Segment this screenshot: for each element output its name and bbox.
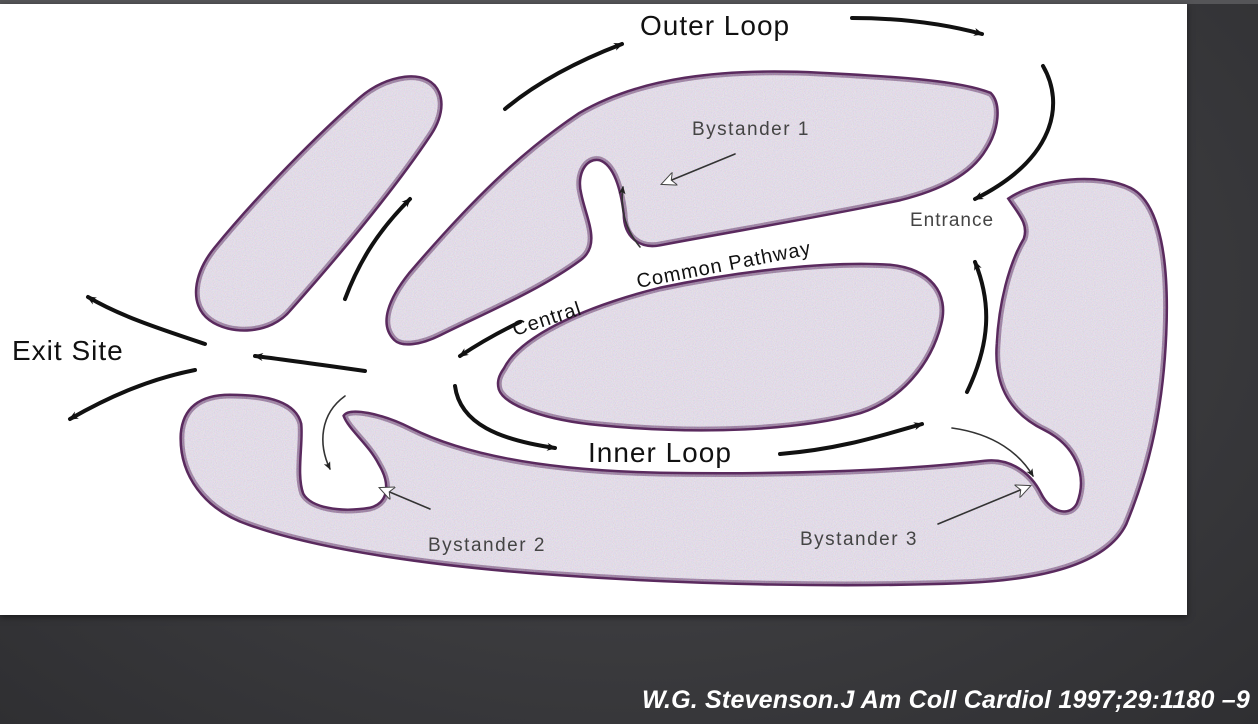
outer-loop-arrow-descending [973, 64, 1056, 201]
bystander-1-pointer [662, 153, 736, 184]
outer-loop-arrow-upper-left [343, 197, 412, 301]
reentry-circuit-diagram: Outer Loop Inner Loop Exit Site Entrance… [12, 10, 1169, 587]
exit-arrow-upper [86, 295, 207, 346]
bystander-3-flow-arrow [951, 427, 1034, 477]
inner-loop-arrow-left [453, 384, 557, 451]
entrance-label: Entrance [910, 210, 994, 231]
bystander-arrows [322, 153, 1034, 525]
scar-texture [181, 72, 1166, 584]
inner-loop-arrow-right [778, 422, 924, 456]
bystander-1-label: Bystander 1 [692, 119, 810, 140]
outer-loop-label: Outer Loop [640, 10, 790, 41]
bystander-2-label: Bystander 2 [428, 535, 546, 556]
figure-panel: Outer Loop Inner Loop Exit Site Entrance… [0, 4, 1187, 615]
exit-arrow-lower [68, 368, 197, 421]
exit-site-label: Exit Site [12, 335, 124, 366]
central-pathway-arrow-inner [458, 320, 522, 358]
outer-loop-arrow-left [503, 42, 624, 111]
bystander-1-flow-arrow [618, 186, 641, 248]
bystander-3-pointer [937, 486, 1030, 525]
inner-loop-arrow-ascending [965, 260, 989, 394]
bystander-2-flow-arrow [322, 395, 346, 470]
bystander-3-label: Bystander 3 [800, 529, 918, 550]
central-pathway-arrow [253, 353, 367, 373]
slide-top-strip [0, 0, 1258, 4]
citation: W.G. Stevenson.J Am Coll Cardiol 1997;29… [642, 686, 1250, 714]
outer-loop-arrow-right [850, 16, 984, 36]
bystander-2-pointer [380, 488, 431, 510]
circuit-arrows [68, 16, 1056, 456]
inner-loop-label: Inner Loop [588, 437, 732, 468]
